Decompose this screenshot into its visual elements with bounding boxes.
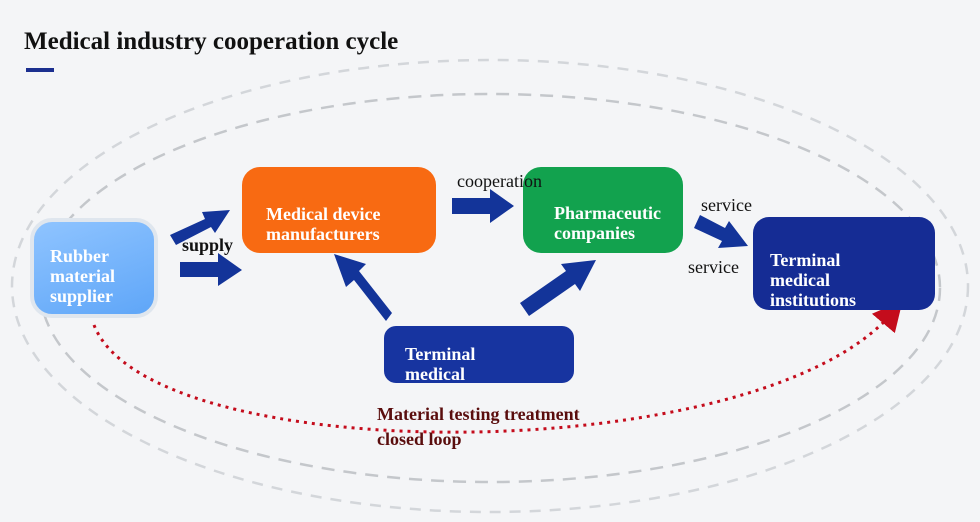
inner-dashed-ring: [38, 92, 942, 484]
service-arrow: [694, 215, 748, 248]
terminal-to-device-arrow: [334, 254, 392, 321]
node-label-line: Pharmaceutic: [554, 203, 661, 223]
loop-label-line: Material testing treatment: [377, 404, 580, 424]
node-label-line: Terminal: [770, 250, 841, 270]
pharmaceutical-companies-node: Pharmaceutic companies: [523, 167, 683, 253]
node-label-line: Rubber: [50, 246, 110, 266]
node-label-line: companies: [554, 223, 635, 243]
node-label-line: material: [50, 266, 115, 286]
node-label-line: supplier: [50, 286, 114, 306]
node-label-line: Terminal: [405, 344, 476, 364]
loop-label-line: closed loop: [377, 429, 462, 449]
node-label-line: medical: [405, 364, 465, 383]
supply-arrow-lower: [180, 253, 242, 286]
terminal-medical-institutions-node: Terminal medical institutions: [753, 217, 935, 310]
title-underline: [26, 68, 54, 72]
terminal-medical-node: Terminal medical: [384, 326, 574, 383]
node-label-line: manufacturers: [266, 224, 380, 244]
rubber-material-supplier-node: Rubber material supplier: [30, 218, 158, 318]
node-label-line: Medical device: [266, 204, 381, 224]
supply-arrow-upper: [170, 210, 230, 245]
outer-dashed-ring: [10, 58, 970, 514]
node-label-line: medical: [770, 270, 830, 290]
supply-label: supply: [182, 235, 234, 255]
page-title: Medical industry cooperation cycle: [24, 28, 399, 55]
medical-device-manufacturers-node: Medical device manufacturers: [242, 167, 436, 253]
node-label-line: institutions: [770, 290, 857, 310]
closed-loop-label: Material testing treatment closed loop: [377, 402, 580, 452]
terminal-to-pharma-arrow: [520, 260, 596, 316]
cooperation-label: cooperation: [457, 171, 542, 191]
cooperation-arrow: [452, 189, 514, 223]
service-label-top: service: [701, 195, 752, 215]
closed-loop-dotted-path: [92, 300, 903, 434]
service-label-bottom: service: [688, 257, 739, 277]
